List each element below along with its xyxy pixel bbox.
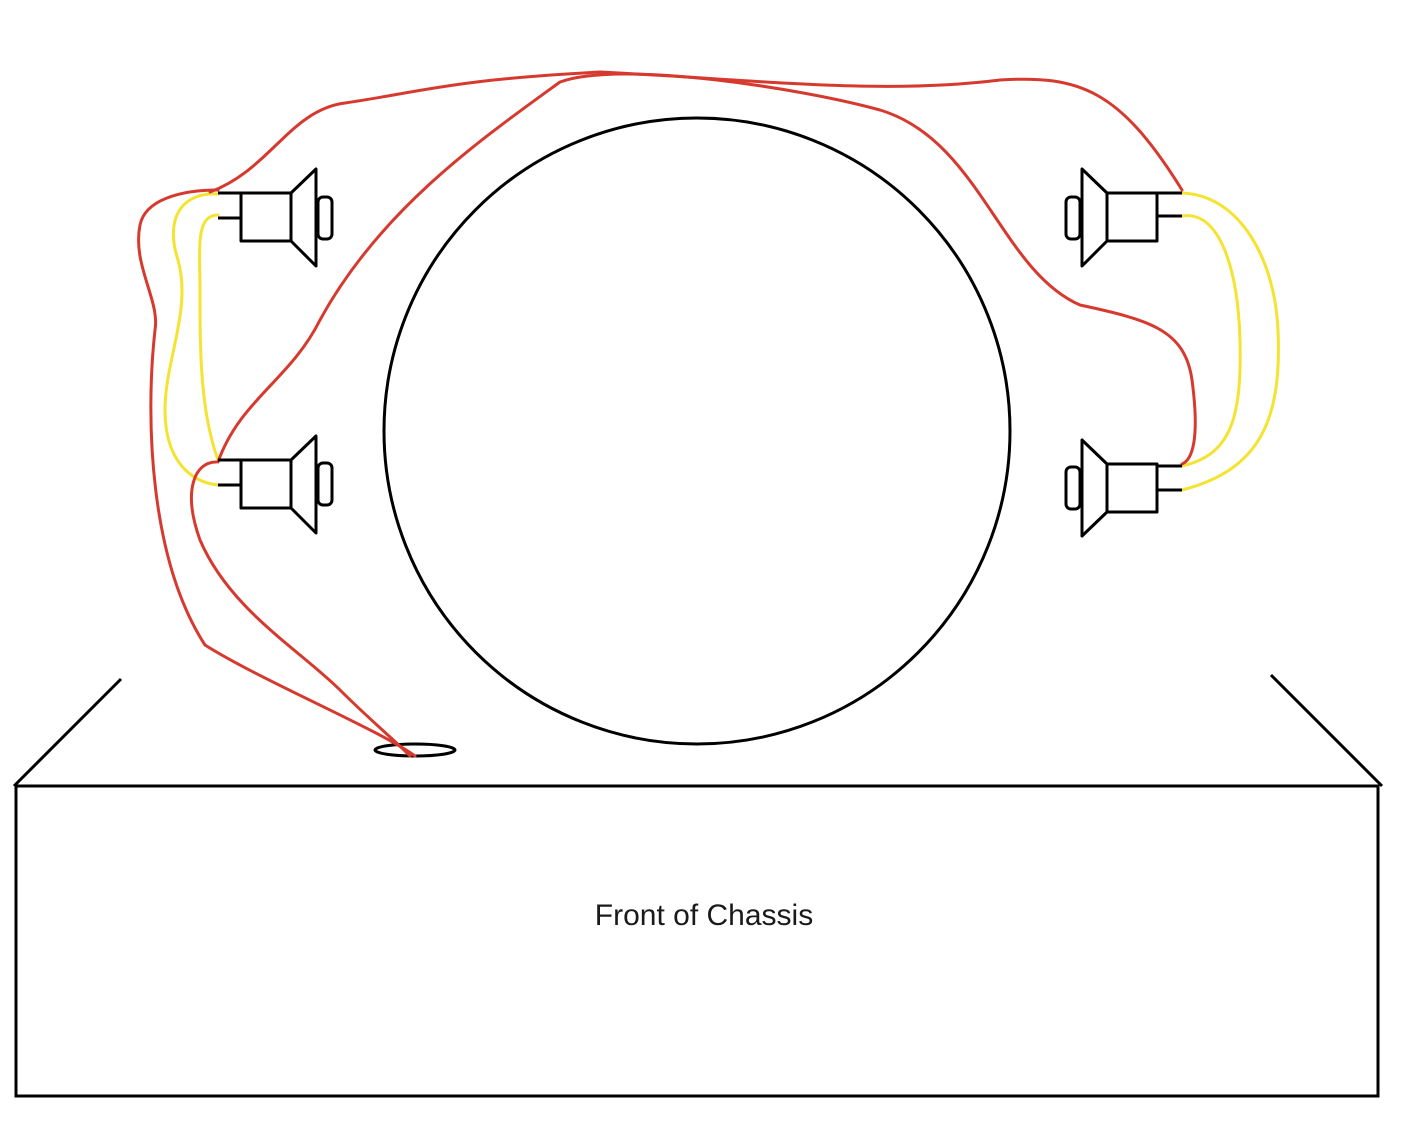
chassis: [12, 673, 1384, 1098]
yellow-wire: [1180, 191, 1280, 492]
speaker-dust-cap: [1064, 465, 1082, 511]
speaker-body: [239, 458, 293, 510]
speaker-dust-cap: [316, 461, 334, 507]
speaker-top-right: [1064, 167, 1182, 268]
speaker-body: [1105, 191, 1159, 243]
chassis-body: [14, 784, 1380, 1098]
speaker-body: [239, 191, 293, 243]
yellow-wire: [198, 213, 220, 462]
red-wires: [137, 70, 1197, 758]
speaker-cone: [1080, 167, 1109, 268]
red-wire: [190, 460, 412, 758]
speaker-dust-cap: [316, 195, 334, 241]
chassis-right-bevel: [1269, 673, 1384, 788]
yellow-wire: [1180, 214, 1242, 468]
speaker-cone: [289, 167, 318, 268]
red-wire: [208, 70, 1184, 194]
yellow-wire: [163, 192, 220, 487]
speaker-cone: [1080, 438, 1109, 538]
speaker-body: [1105, 462, 1159, 514]
center-circle: [382, 116, 1012, 746]
speaker-bottom-right: [1064, 438, 1182, 538]
yellow-wires-right: [1180, 191, 1280, 492]
speaker-cone: [289, 434, 318, 535]
speaker-bottom-left: [218, 434, 334, 535]
chassis-left-bevel: [12, 677, 123, 788]
chassis-label: Front of Chassis: [594, 899, 814, 932]
speaker-top-left: [218, 167, 334, 268]
speaker-dust-cap: [1064, 195, 1082, 241]
red-wire: [137, 188, 417, 758]
red-wire: [216, 72, 1197, 466]
yellow-wires-left: [163, 192, 220, 487]
